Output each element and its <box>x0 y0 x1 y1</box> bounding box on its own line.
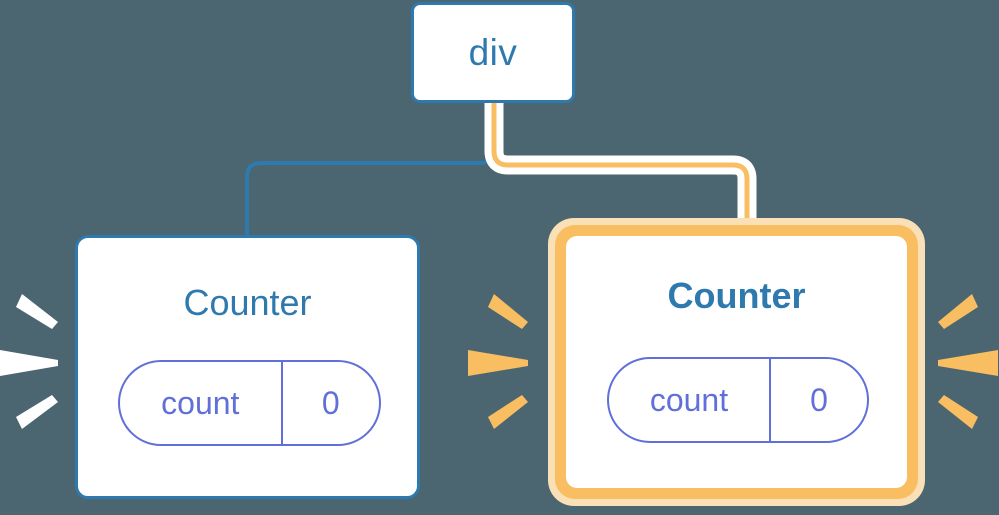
edge-div-to-left <box>245 100 496 240</box>
node-div[interactable]: div <box>411 2 575 103</box>
sparkles-right <box>938 294 998 429</box>
sparkle-ray <box>938 350 998 376</box>
sparkle-ray <box>938 294 978 329</box>
sparkle-ray <box>16 294 58 329</box>
state-pill-right: count 0 <box>607 357 869 443</box>
node-counter-right-label: Counter <box>667 275 806 316</box>
sparkles-middle <box>468 294 528 429</box>
edge-div-to-right <box>491 100 750 232</box>
sparkle-ray <box>16 395 58 429</box>
sparkle-ray <box>0 350 58 376</box>
state-pill-right-key: count <box>649 382 729 418</box>
state-pill-left-value: 0 <box>280 362 379 444</box>
sparkle-ray <box>468 350 528 376</box>
state-pill-right-value: 0 <box>768 359 867 441</box>
node-div-label: div <box>468 32 518 73</box>
node-counter-right[interactable]: Counter count 0 <box>566 236 907 488</box>
node-counter-right-highlight: Counter count 0 <box>548 218 925 506</box>
sparkle-ray <box>488 395 528 429</box>
state-pill-left-key: count <box>161 385 240 421</box>
node-counter-right-ring: Counter count 0 <box>555 225 918 499</box>
sparkle-ray <box>938 395 978 429</box>
node-counter-left[interactable]: Counter count 0 <box>75 235 420 499</box>
state-pill-left: count 0 <box>118 360 381 446</box>
sparkles-left <box>0 294 58 429</box>
node-counter-left-label: Counter <box>183 282 312 323</box>
sparkle-ray <box>488 294 528 329</box>
